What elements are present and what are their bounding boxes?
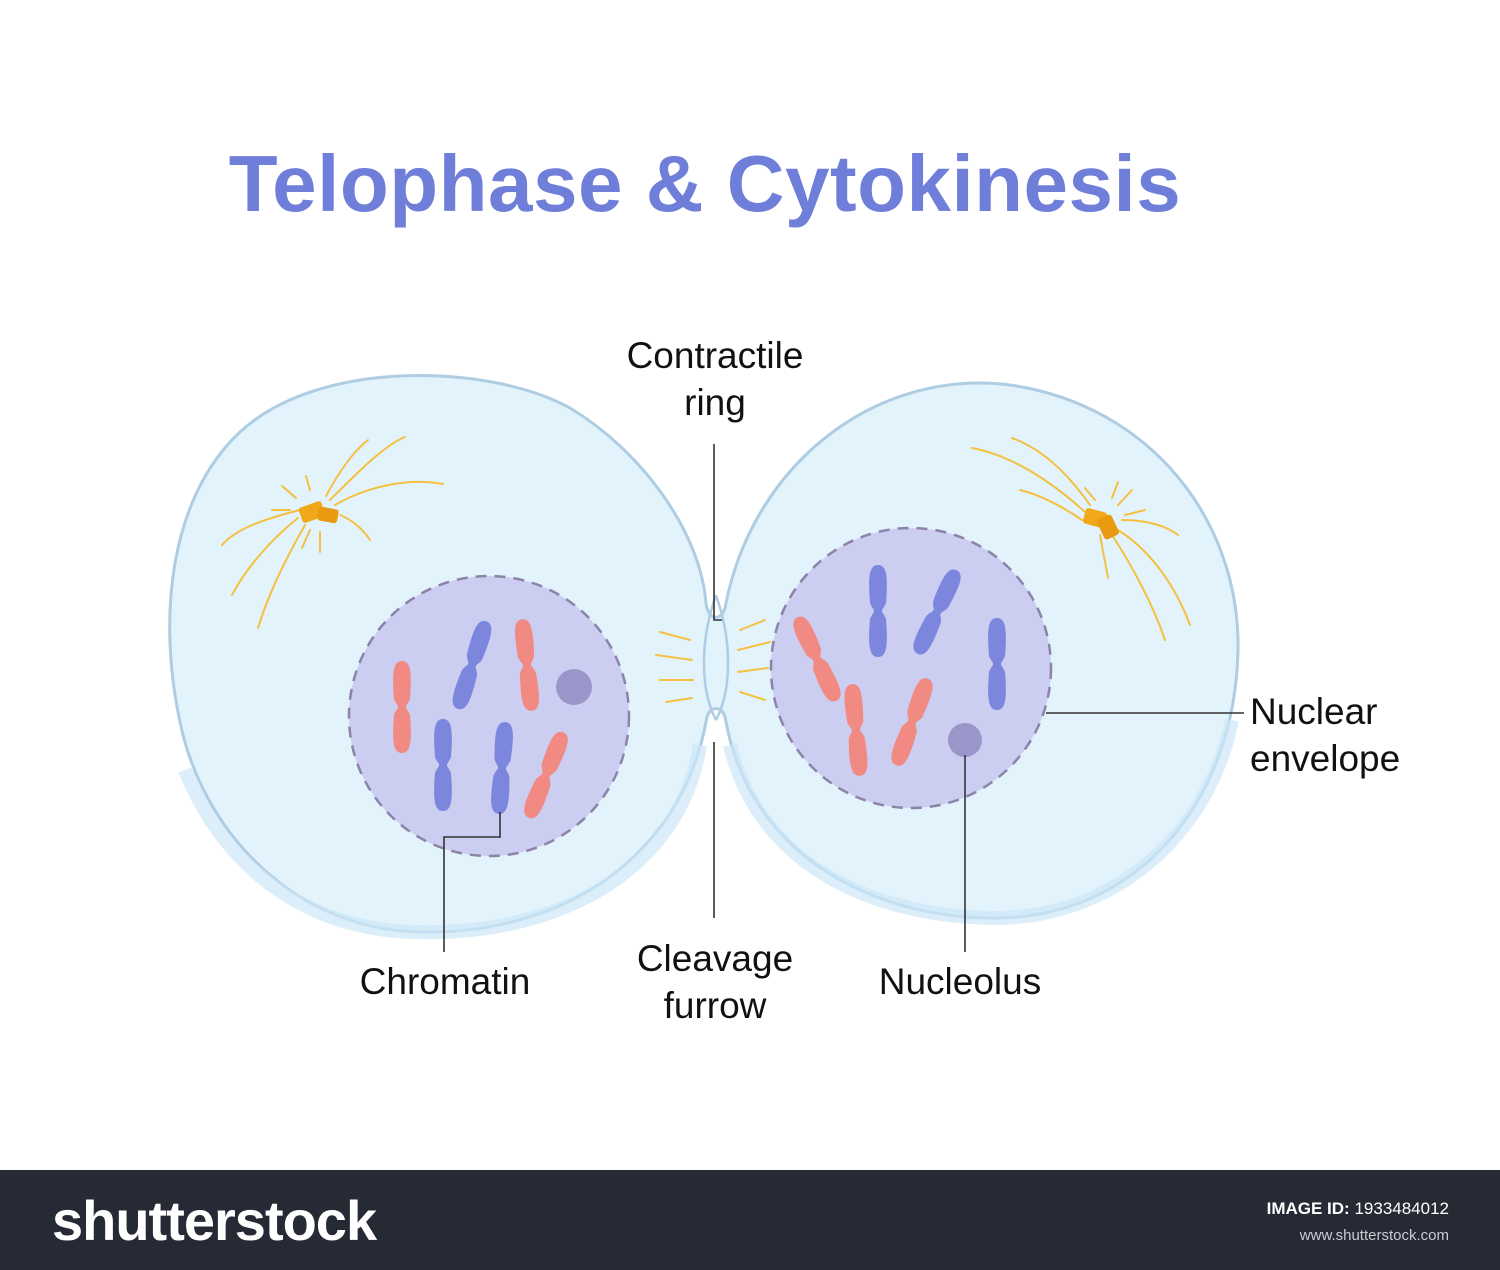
chromosome-body bbox=[891, 678, 933, 766]
brand-logo: shutterstock bbox=[52, 1189, 377, 1252]
chromosome-body bbox=[434, 719, 452, 811]
site-url: www.shutterstock.com bbox=[1299, 1227, 1449, 1244]
chromosome-body bbox=[515, 619, 539, 711]
right-nucleolus bbox=[948, 723, 982, 757]
chromatin-leader bbox=[443, 812, 501, 952]
chromosome bbox=[844, 684, 868, 776]
right-centrosome bbox=[1082, 508, 1119, 540]
chromosome bbox=[891, 678, 933, 766]
chromosome bbox=[869, 565, 887, 657]
midbody-microtubules bbox=[655, 619, 771, 703]
cell-bottom-shade bbox=[178, 743, 707, 940]
contractile-ring-leader bbox=[713, 444, 722, 621]
right-aster bbox=[971, 437, 1191, 641]
diagram-stage: Telophase & Cytokinesis bbox=[168, 139, 1400, 1029]
cleavage-furrow-label-line2: furrow bbox=[663, 985, 767, 1026]
nuclear-envelope-label-line1: Nuclear bbox=[1250, 691, 1378, 732]
nucleolus-label: Nucleolus bbox=[878, 961, 1042, 1002]
footer-bar: shutterstock IMAGE ID: 1933484012 www.sh… bbox=[0, 1170, 1500, 1270]
cell-bottom-shade-right bbox=[723, 718, 1239, 926]
chromosome-body bbox=[452, 620, 492, 710]
chromosome bbox=[515, 619, 539, 711]
chromosome-body bbox=[988, 618, 1006, 710]
cleavage-furrow-label: Cleavage furrow bbox=[605, 935, 825, 1029]
cleavage-furrow-label-line1: Cleavage bbox=[636, 938, 794, 979]
image-id-value: 1933484012 bbox=[1354, 1199, 1449, 1218]
cleavage-furrow-fold bbox=[702, 594, 730, 721]
nuclear-envelope-label-line2: envelope bbox=[1250, 738, 1401, 779]
nuclear-envelope-label: Nuclear envelope bbox=[1250, 688, 1400, 782]
chromosome-body bbox=[844, 684, 868, 776]
chromosome bbox=[434, 719, 452, 811]
chromosomes bbox=[393, 565, 1006, 819]
chromosome bbox=[988, 618, 1006, 710]
right-nucleus bbox=[769, 526, 1053, 810]
chromosome-body bbox=[793, 616, 841, 702]
chromosome bbox=[393, 661, 411, 753]
contractile-ring-label: Contractile ring bbox=[600, 332, 830, 426]
chromosome-body bbox=[491, 722, 513, 814]
chromosome bbox=[793, 616, 841, 702]
page-title: Telophase & Cytokinesis bbox=[228, 139, 1182, 228]
chromosome bbox=[913, 569, 961, 655]
chromosome bbox=[524, 731, 568, 819]
contractile-ring-label-line1: Contractile bbox=[626, 335, 804, 376]
chromosome-body bbox=[393, 661, 411, 753]
chromosome-body bbox=[913, 569, 961, 655]
cell-division-diagram bbox=[168, 374, 1244, 952]
left-nucleus bbox=[347, 574, 631, 858]
chromosome bbox=[491, 722, 513, 814]
left-nucleolus bbox=[556, 669, 592, 705]
chromosome-body bbox=[524, 731, 568, 819]
contractile-ring-label-line2: ring bbox=[684, 382, 746, 423]
leader-lines bbox=[443, 444, 1244, 952]
left-centrosome bbox=[298, 501, 339, 524]
chromosome-body bbox=[869, 565, 887, 657]
left-aster bbox=[221, 436, 444, 629]
chromosome bbox=[452, 620, 492, 710]
chromatin-label: Chromatin bbox=[359, 961, 531, 1002]
image-id: IMAGE ID: 1933484012 bbox=[1267, 1199, 1449, 1219]
cell-body bbox=[168, 374, 1240, 940]
image-id-label: IMAGE ID: bbox=[1266, 1199, 1350, 1218]
